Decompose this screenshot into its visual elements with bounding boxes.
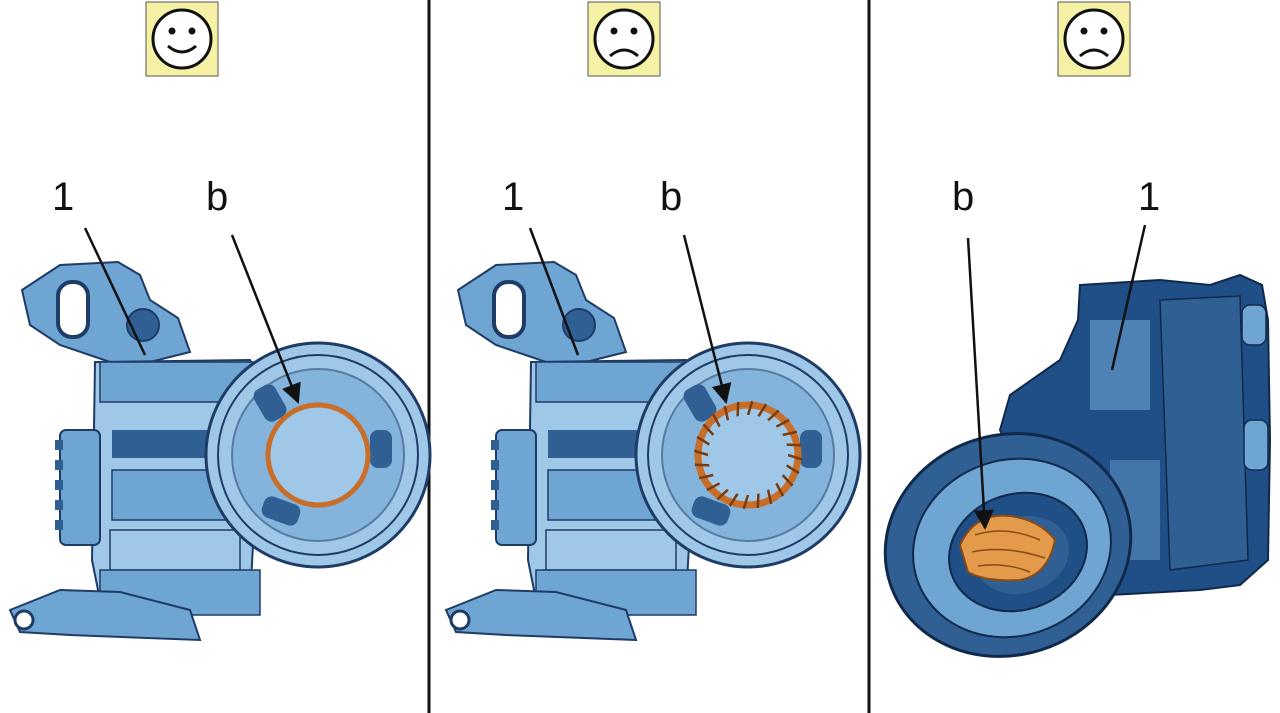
leader-arrow <box>230 234 301 404</box>
leader-line <box>528 227 580 356</box>
callouts: b 1 <box>952 175 1160 530</box>
seal-tear-mark <box>693 449 709 457</box>
status-badge <box>1057 1 1131 77</box>
panel-correct: 1 b <box>8 1 432 642</box>
seal-tear-mark <box>767 409 780 422</box>
seal-tear-mark <box>728 492 739 507</box>
callouts: 1 b <box>502 175 732 404</box>
seal-tear-mark <box>746 400 754 416</box>
seal-tear-mark <box>766 489 773 505</box>
seal-tear-mark <box>706 482 721 492</box>
callout-label: 1 <box>52 175 74 219</box>
callout-label: b <box>660 175 682 219</box>
seal-tear-mark <box>698 473 714 480</box>
callout-label: b <box>206 175 228 219</box>
leader-arrow <box>682 234 732 404</box>
callouts: 1 b <box>52 175 301 404</box>
seal-tear-mark <box>775 418 790 428</box>
seal-tear-mark <box>775 482 785 497</box>
sad-face-icon <box>593 8 655 70</box>
seal-tear-mark <box>694 463 710 467</box>
seal-tear-mark <box>785 464 800 475</box>
status-badge <box>145 1 219 77</box>
sprocket <box>491 429 537 546</box>
pump-housing <box>444 260 700 642</box>
pump-cover <box>634 341 862 569</box>
seal-tear-mark <box>702 423 715 436</box>
status-badge <box>587 1 661 77</box>
pump-cover <box>883 432 1133 658</box>
seal-tear-mark <box>781 474 794 487</box>
seal-tear-mark <box>711 413 721 428</box>
seal-tear-mark <box>716 488 729 501</box>
seal-tear-mark <box>786 443 802 447</box>
sad-face-icon <box>1063 8 1125 70</box>
pump-cover <box>204 341 432 569</box>
seal-tear-mark <box>742 494 750 510</box>
callout-label: 1 <box>502 175 524 219</box>
seal-tear-mark <box>723 405 730 421</box>
seal-torn <box>693 400 803 510</box>
seal-tear-mark <box>782 430 798 437</box>
panel-torn-seal: 1 b <box>444 1 862 642</box>
leader-arrow <box>966 237 994 530</box>
seal-tear-mark <box>787 453 803 461</box>
seal-tear-mark <box>696 435 711 446</box>
happy-face-icon <box>151 8 213 70</box>
seal-tear-mark <box>756 493 760 509</box>
seal-tear-mark <box>757 403 768 418</box>
leader-line <box>1110 224 1147 371</box>
panel-displaced-seal: b 1 <box>883 1 1272 658</box>
seal-tear-mark <box>736 401 740 417</box>
seal-intact <box>265 402 371 508</box>
leader-line <box>83 227 147 356</box>
callout-label: 1 <box>1138 175 1160 219</box>
callout-label: b <box>952 175 974 219</box>
sprocket <box>55 429 101 546</box>
